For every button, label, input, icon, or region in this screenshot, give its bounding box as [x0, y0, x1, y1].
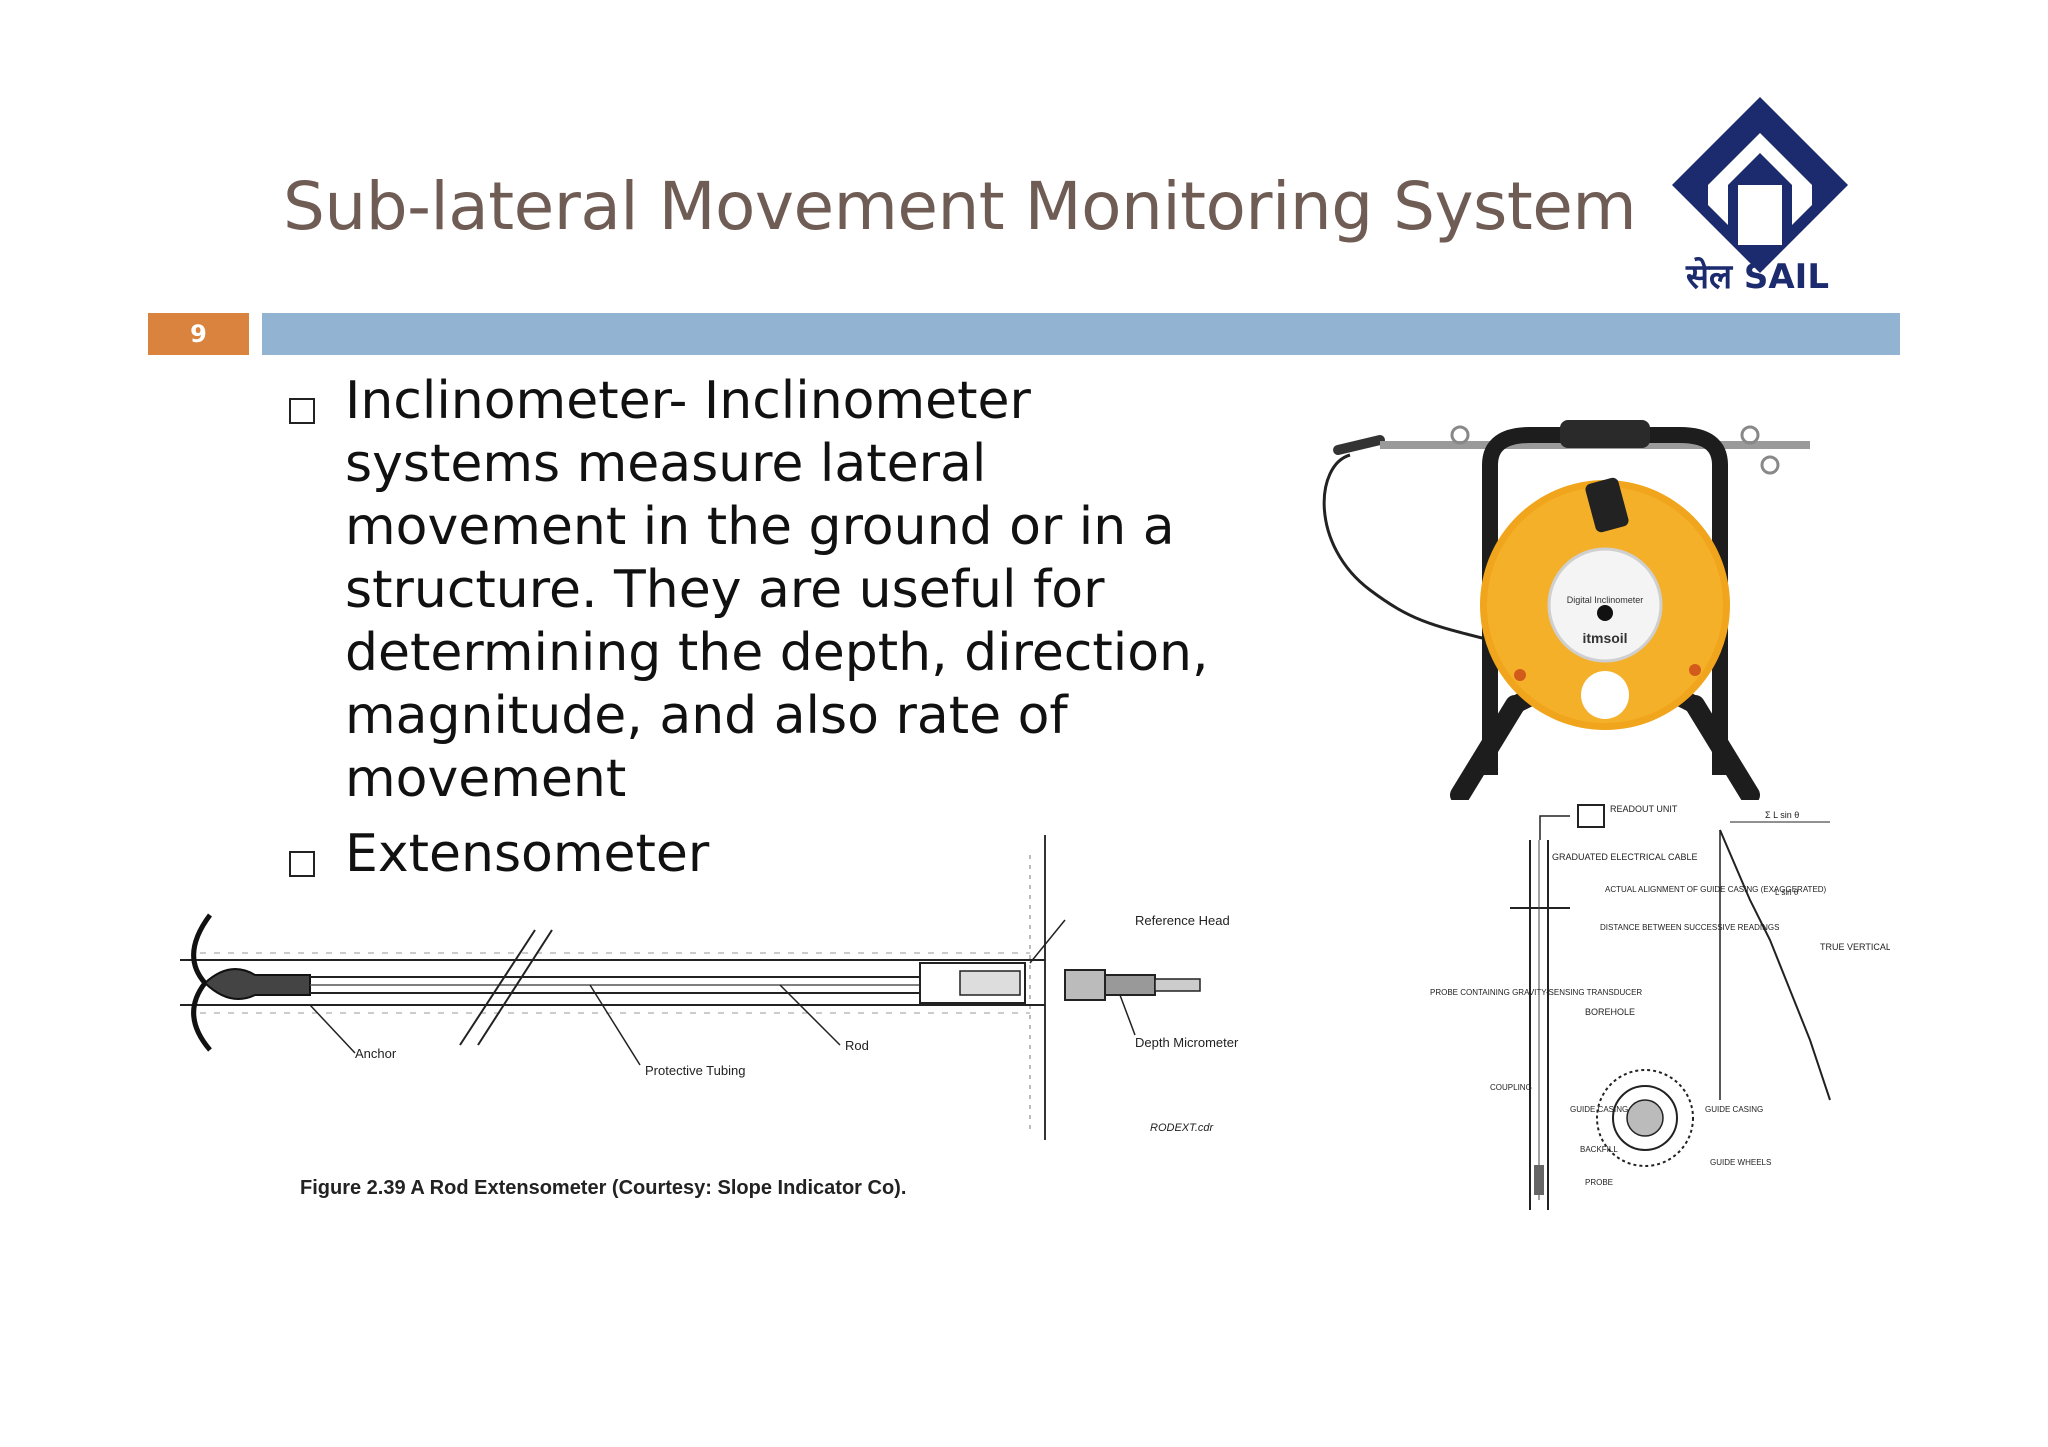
rod-extensometer-diagram: Reference Head Anchor Protective Tubing …	[180, 835, 1239, 1140]
label-coupling: COUPLING	[1490, 1083, 1532, 1092]
header-bar	[262, 313, 1900, 355]
bullet-text: Inclinometer- Inclinometer systems measu…	[345, 371, 1209, 809]
bullet-inclinometer: Inclinometer- Inclinometer systems measu…	[283, 370, 1243, 811]
bullet-list: Inclinometer- Inclinometer systems measu…	[283, 370, 1243, 898]
label-rod: Rod	[845, 1038, 869, 1053]
label-graduated-cable: GRADUATED ELECTRICAL CABLE	[1552, 852, 1698, 862]
figure-caption: Figure 2.39 A Rod Extensometer (Courtesy…	[300, 1177, 907, 1199]
label-reference-head: Reference Head	[1135, 913, 1230, 928]
label-actual-alignment: ACTUAL ALIGNMENT OF GUIDE CASING (EXAGGE…	[1605, 885, 1827, 894]
slide-number: 9	[148, 313, 249, 355]
inclinometer-principle-diagram: READOUT UNIT GRADUATED ELECTRICAL CABLE …	[1430, 804, 1890, 1210]
label-true-vertical: TRUE VERTICAL	[1820, 942, 1890, 952]
label-borehole: BOREHOLE	[1585, 1007, 1635, 1017]
label-readout-unit: READOUT UNIT	[1610, 804, 1678, 814]
reel-brand: itmsoil	[1582, 630, 1627, 646]
bullet-extensometer: Extensometer	[283, 823, 1243, 886]
label-protective-tubing: Protective Tubing	[645, 1063, 745, 1078]
sail-logo-text: सेल SAIL	[1686, 257, 1829, 297]
label-depth-micrometer: Depth Micrometer	[1135, 1035, 1239, 1050]
label-probe: PROBE	[1585, 1178, 1613, 1187]
reel-label: Digital Inclinometer	[1567, 595, 1644, 605]
label-sum-lsin: Σ L sin θ	[1765, 810, 1799, 820]
sail-logo-mark	[1672, 97, 1848, 273]
label-lsin: L sin θ	[1775, 888, 1799, 897]
label-probe-transducer: PROBE CONTAINING GRAVITY-SENSING TRANSDU…	[1430, 988, 1642, 997]
label-backfill: BACKFILL	[1580, 1145, 1618, 1154]
label-anchor: Anchor	[355, 1046, 397, 1061]
label-guide-casing-right: GUIDE CASING	[1705, 1105, 1763, 1114]
inclinometer-reel-photo: Digital Inclinometer itmsoil	[1322, 420, 1810, 800]
square-bullet-icon	[289, 851, 315, 877]
bullet-text: Extensometer	[345, 824, 710, 884]
square-bullet-icon	[289, 398, 315, 424]
label-guide-casing: GUIDE CASING	[1570, 1105, 1628, 1114]
label-filename: RODEXT.cdr	[1150, 1122, 1215, 1134]
label-distance: DISTANCE BETWEEN SUCCESSIVE READINGS	[1600, 923, 1779, 932]
label-guide-wheels: GUIDE WHEELS	[1710, 1158, 1771, 1167]
slide-title: Sub-lateral Movement Monitoring System	[283, 168, 1637, 245]
